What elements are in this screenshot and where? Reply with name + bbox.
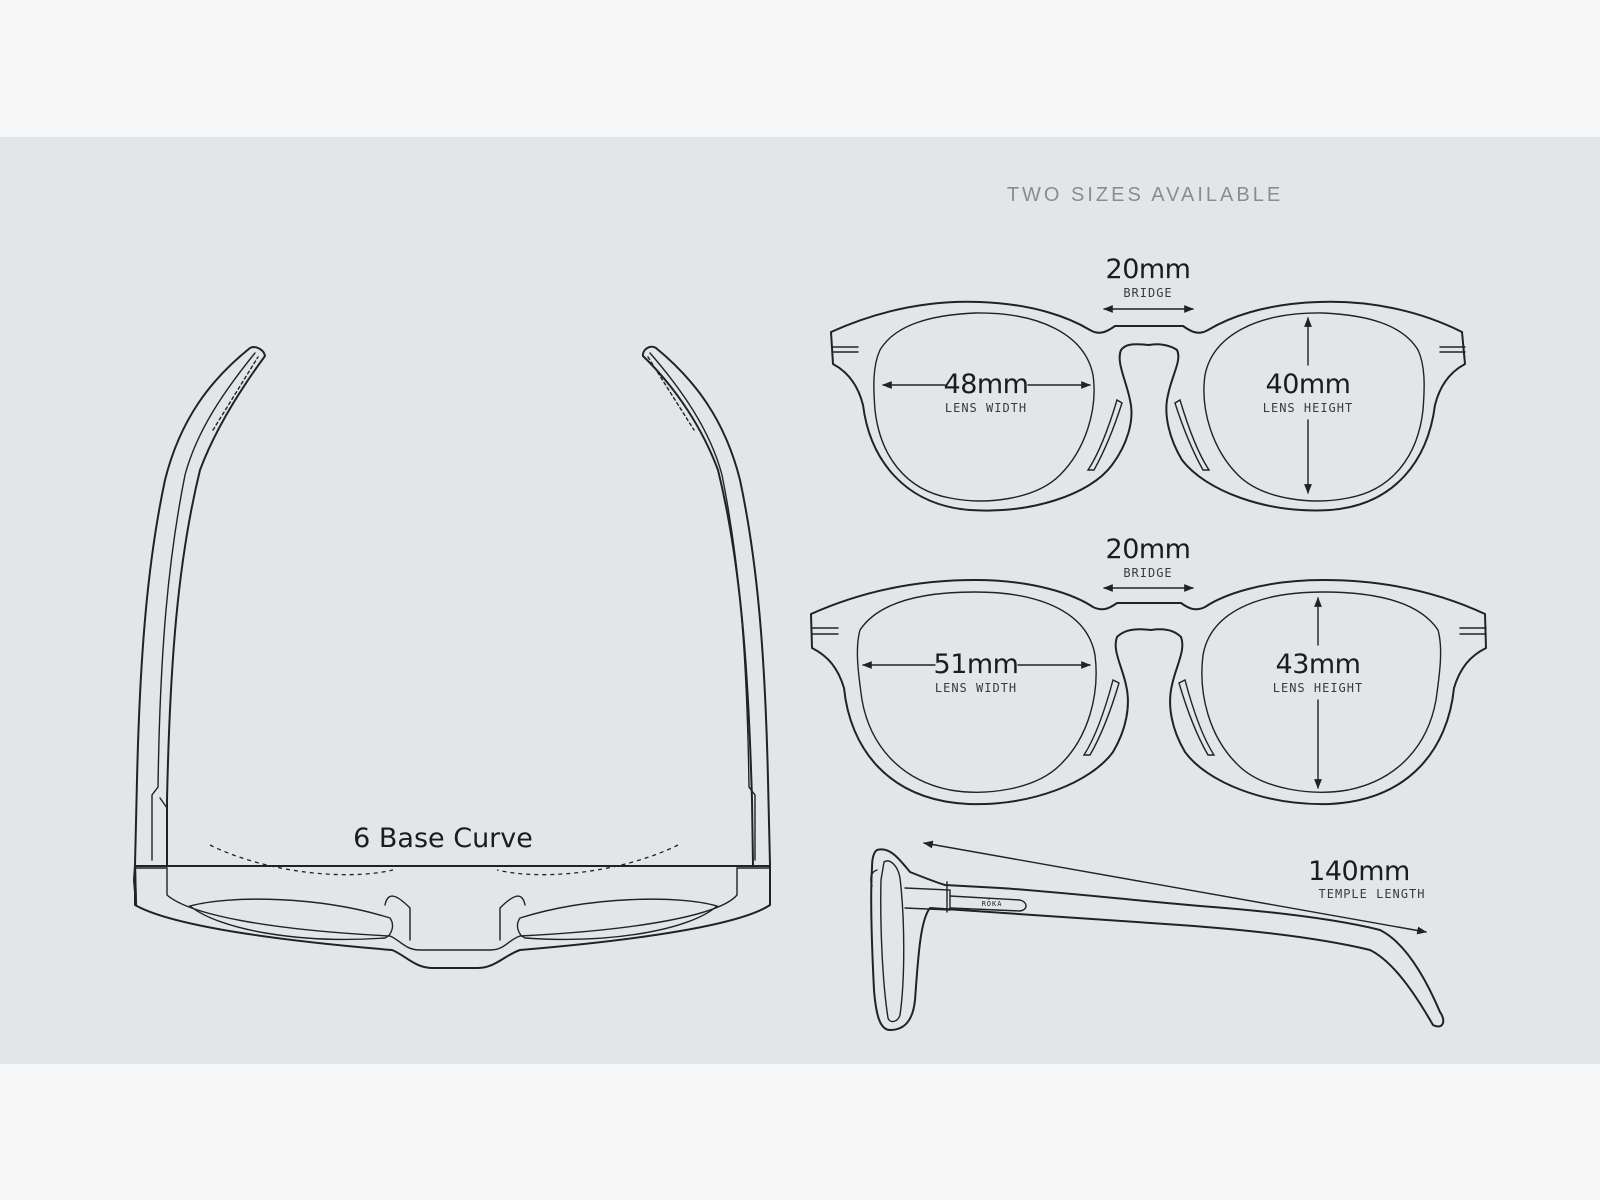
large-bridge-value: 20mm xyxy=(1106,534,1191,565)
large-lens-width-label: LENS WIDTH xyxy=(935,681,1017,695)
temple-length-label: TEMPLE LENGTH xyxy=(1319,887,1426,901)
small-lens-height-value: 40mm xyxy=(1266,369,1351,400)
small-bridge-value: 20mm xyxy=(1106,254,1191,285)
top-view-frame-illustration xyxy=(133,345,771,969)
front-view-small-frame xyxy=(830,300,1466,512)
small-lens-width-label: LENS WIDTH xyxy=(945,401,1027,415)
temple-length-dimension-arrow xyxy=(923,840,1427,935)
heading: TWO SIZES AVAILABLE xyxy=(1007,184,1283,206)
temple-length-value: 140mm xyxy=(1308,856,1410,887)
large-lens-height-value: 43mm xyxy=(1276,649,1361,680)
small-bridge-label: BRIDGE xyxy=(1123,286,1172,300)
large-lens-height-label: LENS HEIGHT xyxy=(1273,681,1363,695)
base-curve-label: 6 Base Curve xyxy=(353,823,533,854)
brand-logo-text: RŌKA xyxy=(982,899,1003,908)
small-lens-width-value: 48mm xyxy=(944,369,1029,400)
small-lens-height-label: LENS HEIGHT xyxy=(1263,401,1353,415)
large-bridge-label: BRIDGE xyxy=(1123,566,1172,580)
front-view-large-frame xyxy=(810,579,1487,806)
large-lens-width-value: 51mm xyxy=(934,649,1019,680)
